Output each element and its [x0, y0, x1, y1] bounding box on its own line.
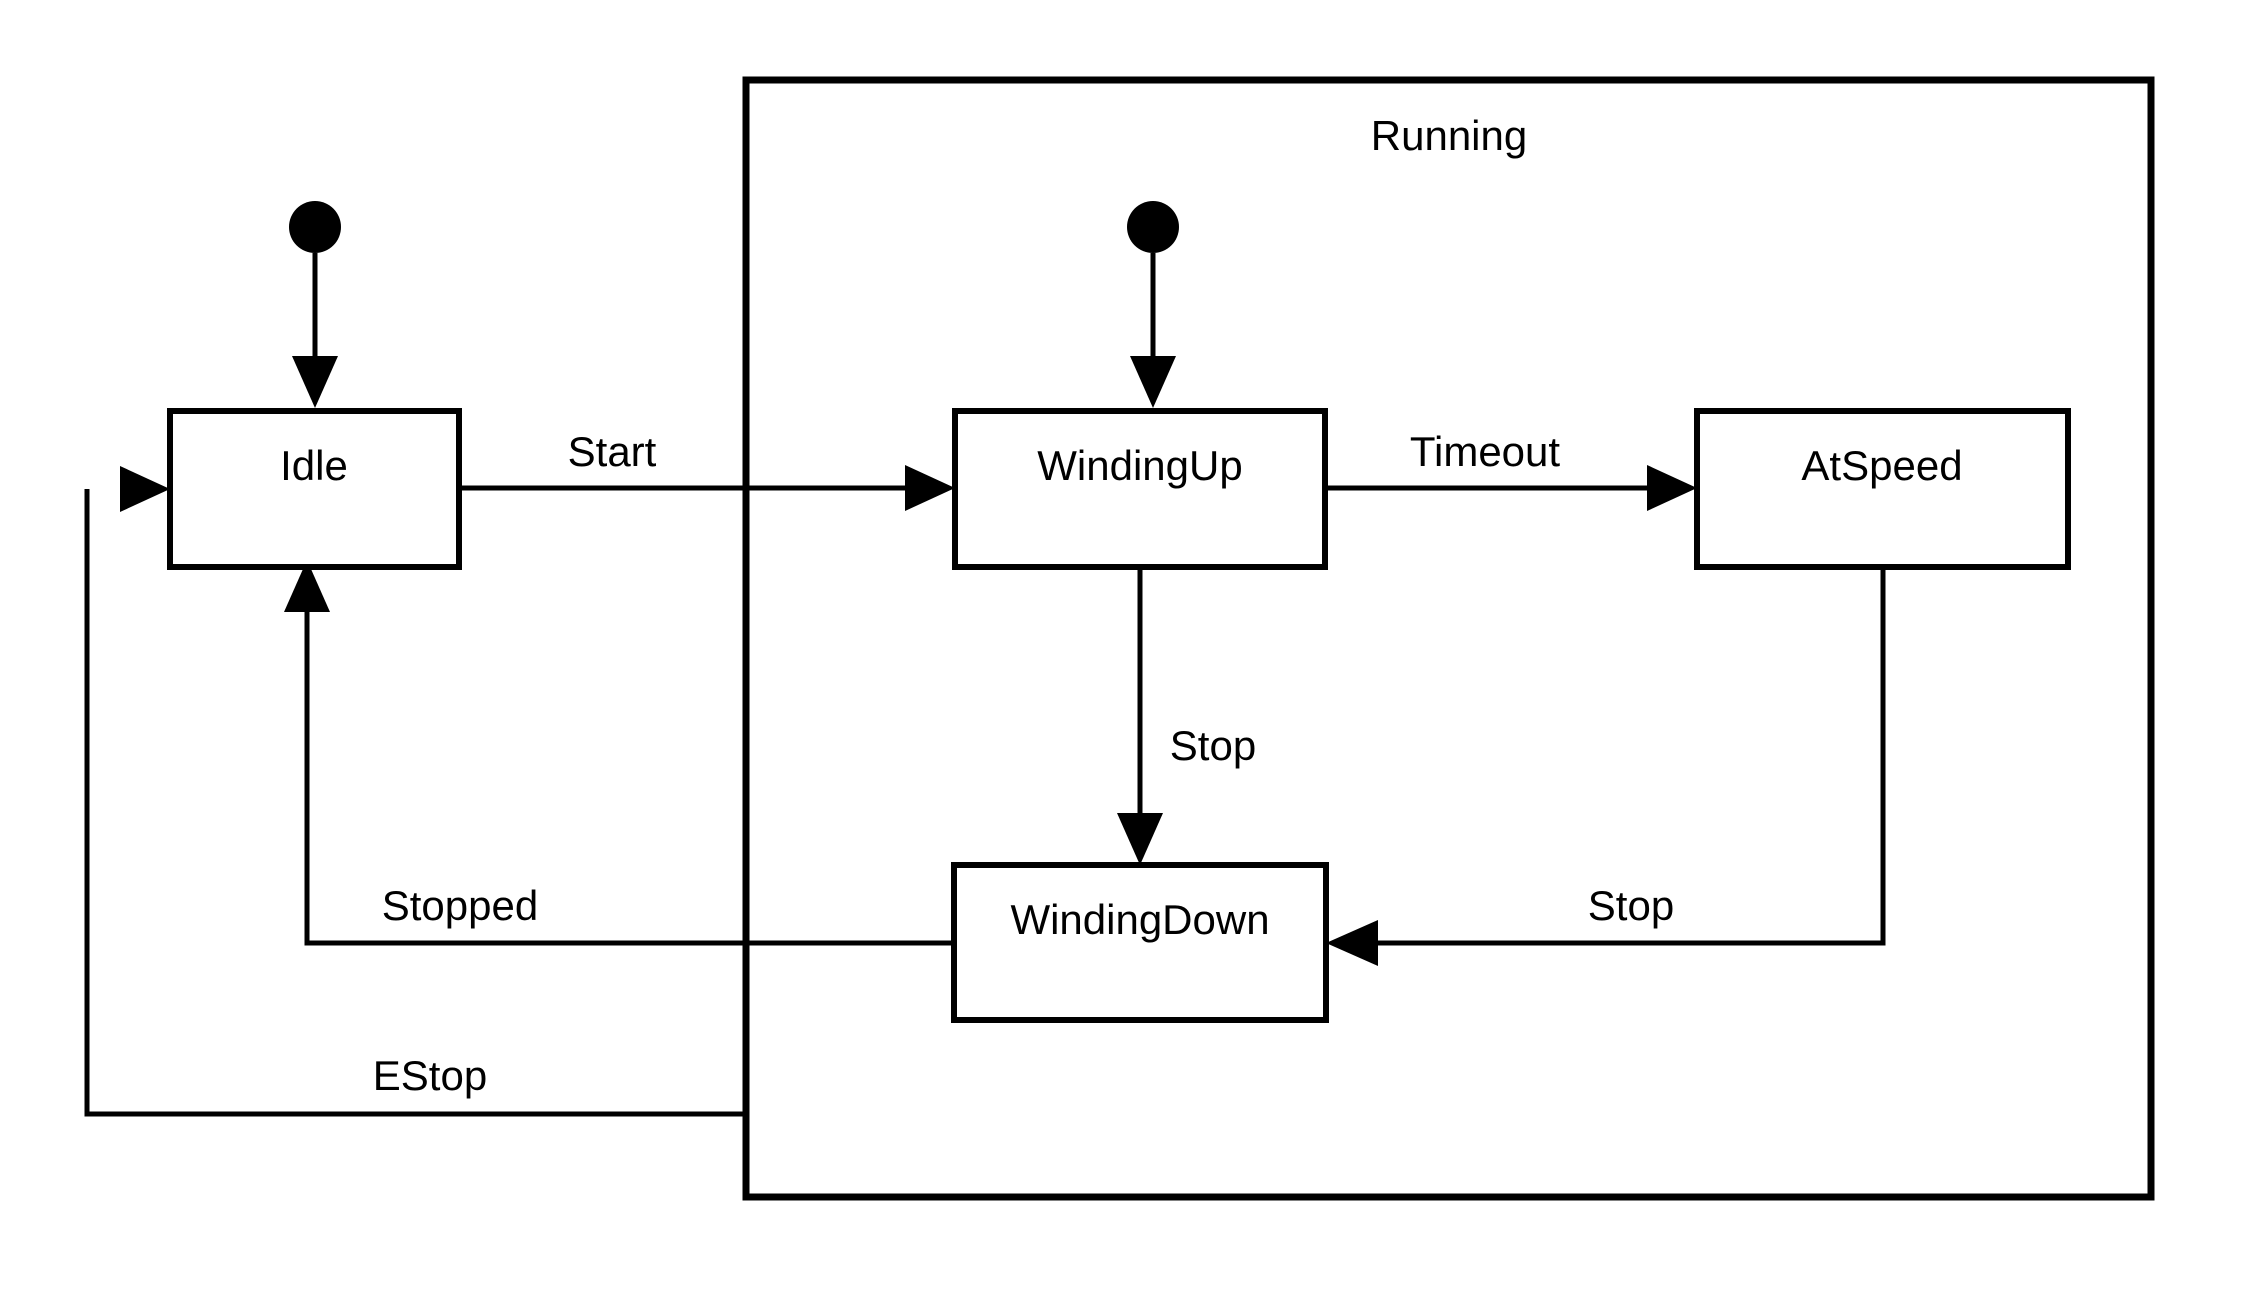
transition-stopped[interactable]: Stopped	[284, 560, 954, 946]
transition-stopped-arrowhead	[284, 560, 330, 612]
transition-estop-line	[84, 489, 748, 1117]
state-windingup[interactable]: WindingUp	[952, 408, 1328, 570]
state-idle[interactable]: Idle	[167, 408, 462, 570]
transition-stop-windingup[interactable]: Stop	[1117, 567, 1256, 865]
state-windingdown-box	[951, 862, 1329, 1023]
transition-start-arrowhead	[905, 465, 955, 511]
transition-timeout-arrowhead	[1647, 465, 1697, 511]
transition-start[interactable]: Start	[459, 428, 955, 511]
initial-transition-top-arrowhead	[292, 356, 338, 408]
region-running[interactable]: Running	[742, 76, 2155, 1201]
transition-start-label: Start	[568, 428, 657, 475]
state-windingdown[interactable]: WindingDown	[951, 862, 1329, 1023]
transition-timeout-label: Timeout	[1410, 428, 1560, 475]
transition-estop-label: EStop	[373, 1052, 487, 1099]
state-windingdown-label: WindingDown	[1010, 896, 1269, 943]
initial-pseudostate-running[interactable]	[1127, 201, 1179, 408]
region-running-border	[742, 76, 2155, 1201]
state-atspeed-label: AtSpeed	[1801, 442, 1962, 489]
state-windingup-box	[952, 408, 1328, 570]
state-idle-label: Idle	[280, 442, 348, 489]
state-atspeed[interactable]: AtSpeed	[1694, 408, 2071, 570]
transition-stop-atspeed-arrowhead	[1326, 920, 1378, 966]
transition-stop-windingup-label: Stop	[1170, 722, 1256, 769]
transition-stop-atspeed-line	[1352, 567, 1886, 946]
initial-state-dot-running	[1127, 201, 1179, 253]
state-idle-box	[167, 408, 462, 570]
initial-pseudostate-top[interactable]	[289, 201, 341, 408]
transition-stop-atspeed-label: Stop	[1588, 882, 1674, 929]
state-windingup-label: WindingUp	[1037, 442, 1242, 489]
transition-stop-atspeed[interactable]: Stop	[1326, 567, 1886, 966]
region-running-label: Running	[1371, 112, 1527, 159]
state-atspeed-box	[1694, 408, 2071, 570]
transition-estop-arrowhead	[120, 466, 170, 512]
initial-state-dot-top	[289, 201, 341, 253]
transition-stopped-line	[304, 580, 954, 946]
initial-transition-running-arrowhead	[1130, 356, 1176, 408]
transition-timeout[interactable]: Timeout	[1325, 428, 1697, 511]
transition-estop[interactable]: EStop	[84, 466, 748, 1117]
transition-stopped-label: Stopped	[382, 882, 538, 929]
transition-stop-windingup-arrowhead	[1117, 813, 1163, 865]
